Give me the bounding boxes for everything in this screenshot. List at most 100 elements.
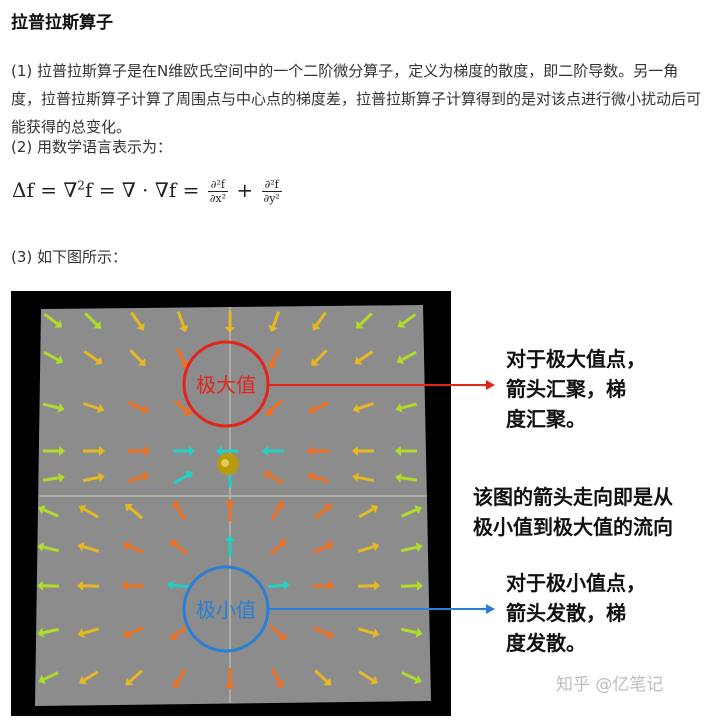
paragraph-figure-intro: (3) 如下图所示： bbox=[11, 248, 128, 266]
field-arrow-shaft bbox=[400, 545, 418, 553]
field-arrow-head bbox=[77, 580, 84, 591]
field-arrow-shaft bbox=[358, 350, 374, 362]
field-arrow-shaft bbox=[313, 506, 329, 520]
field-arrow-head bbox=[328, 580, 335, 591]
field-arrow-head bbox=[267, 360, 277, 369]
field-arrow-head bbox=[395, 472, 402, 483]
field-arrow-head bbox=[37, 627, 45, 638]
field-arrow-head bbox=[396, 355, 405, 365]
field-arrow-head bbox=[185, 470, 194, 480]
annotation-min: 对于极小值点， 箭头发散，梯 度发散。 bbox=[506, 568, 646, 658]
field-arrow-head bbox=[37, 542, 45, 553]
laplacian-formula: Δf = ∇2f = ∇ · ∇f = ∂²f ∂x² + ∂²f ∂y² bbox=[12, 178, 284, 218]
field-arrow-head bbox=[94, 356, 103, 365]
field-arrow-shaft bbox=[401, 313, 417, 325]
gradient-field-figure: 极大值 极小值 bbox=[11, 291, 451, 716]
field-arrow-head bbox=[97, 472, 105, 483]
field-arrow-head bbox=[178, 324, 189, 333]
field-arrow-shaft bbox=[172, 583, 190, 589]
field-arrow-head bbox=[262, 446, 268, 456]
formula-mid: f = ∇ · ∇f = bbox=[84, 178, 206, 202]
field-arrow-head bbox=[352, 472, 360, 483]
annotation-max: 对于极大值点， 箭头汇聚，梯 度汇聚。 bbox=[506, 344, 646, 434]
annotation-max-line1: 对于极大值点， bbox=[506, 347, 646, 371]
field-arrow-head bbox=[38, 505, 46, 515]
field-arrow-head bbox=[416, 580, 423, 591]
max-point-highlight bbox=[221, 459, 229, 467]
field-arrow-head bbox=[373, 580, 380, 591]
field-arrow-head bbox=[278, 539, 287, 548]
field-arrow-head bbox=[397, 319, 406, 328]
field-arrow-head bbox=[79, 675, 87, 685]
paragraph-math-intro: (2) 用数学语言表示为： bbox=[11, 138, 173, 156]
field-arrow-shaft bbox=[82, 402, 100, 410]
field-arrow-head bbox=[167, 580, 174, 591]
field-arrow-head bbox=[97, 403, 105, 414]
field-arrow-shaft bbox=[267, 583, 285, 589]
field-arrow-shaft bbox=[42, 627, 60, 635]
field-arrow-head bbox=[77, 541, 85, 552]
field-arrow-head bbox=[225, 535, 235, 541]
field-arrow-shaft bbox=[313, 626, 329, 636]
field-arrow-head bbox=[311, 358, 319, 367]
field-arrow-shaft bbox=[400, 627, 418, 635]
formula-superscript: 2 bbox=[77, 178, 85, 193]
paragraph-definition: (1) 拉普拉斯算子是在N维欧氏空间中的一个二阶微分算子，定义为梯度的散度，即二… bbox=[11, 62, 702, 136]
field-arrow-shaft bbox=[401, 508, 417, 518]
field-arrow-shaft bbox=[127, 475, 145, 483]
formula-lhs: Δf = ∇ bbox=[12, 178, 78, 202]
field-arrow-shaft bbox=[129, 349, 143, 363]
field-arrow-shaft bbox=[357, 402, 375, 410]
field-arrow-head bbox=[99, 446, 105, 456]
field-arrow-head bbox=[57, 403, 65, 413]
field-arrow-shaft bbox=[312, 584, 330, 588]
field-arrow-head bbox=[352, 446, 358, 456]
fraction-x: ∂²f ∂x² bbox=[207, 178, 229, 205]
field-arrow-shaft bbox=[270, 668, 282, 684]
field-arrow-shaft bbox=[173, 473, 189, 485]
field-arrow-head bbox=[263, 470, 272, 480]
field-arrow-head bbox=[189, 446, 195, 456]
annotation-flow-line2: 极小值到极大值的流向 bbox=[473, 515, 673, 539]
field-arrow-shaft bbox=[401, 671, 417, 681]
field-arrow-head bbox=[355, 320, 364, 329]
field-arrow-shaft bbox=[128, 544, 144, 554]
field-arrow-head bbox=[352, 403, 360, 414]
field-arrow-shaft bbox=[314, 349, 328, 363]
field-arrow-shaft bbox=[42, 545, 60, 553]
watermark: 知乎 @亿笔记 bbox=[556, 675, 664, 695]
max-label: 极大值 bbox=[196, 373, 256, 397]
field-arrow-shaft bbox=[43, 508, 59, 518]
field-arrow-head bbox=[77, 628, 85, 639]
field-arrow-shaft bbox=[176, 310, 186, 328]
fraction-x-denominator: ∂x² bbox=[209, 192, 227, 205]
field-arrow-shaft bbox=[127, 584, 145, 588]
field-arrow-shaft bbox=[400, 402, 418, 410]
arrow-field bbox=[37, 310, 423, 690]
field-arrow-head bbox=[225, 684, 235, 690]
field-arrow-head bbox=[58, 472, 65, 483]
field-arrow-shaft bbox=[84, 312, 98, 326]
field-arrow-head bbox=[125, 677, 134, 686]
field-arrow-shaft bbox=[269, 542, 283, 556]
field-arrow-head bbox=[414, 674, 422, 684]
field-arrow-head bbox=[142, 471, 150, 482]
field-arrow-shaft bbox=[83, 350, 99, 362]
field-arrow-head bbox=[323, 503, 332, 512]
field-arrow-shaft bbox=[42, 402, 60, 410]
field-arrow-head bbox=[372, 628, 380, 639]
field-arrow-head bbox=[308, 404, 316, 414]
field-arrow-shaft bbox=[82, 475, 100, 483]
field-arrow-shaft bbox=[313, 401, 329, 411]
field-arrow-head bbox=[183, 407, 192, 416]
field-arrow-shaft bbox=[82, 545, 100, 553]
min-pointer-head bbox=[486, 604, 495, 614]
field-arrow-shaft bbox=[312, 475, 330, 483]
field-arrow-head bbox=[172, 680, 182, 689]
field-arrow-shaft bbox=[43, 671, 59, 681]
field-arrow-head bbox=[37, 580, 44, 591]
field-arrow-shaft bbox=[359, 312, 373, 326]
annotation-min-line3: 度发散。 bbox=[506, 631, 586, 655]
field-arrow-head bbox=[326, 629, 334, 639]
